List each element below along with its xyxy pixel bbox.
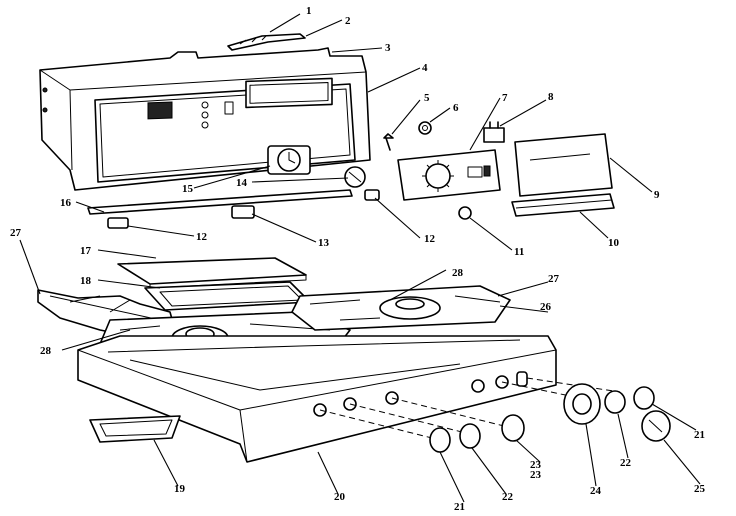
- callout-3: 3: [385, 42, 391, 54]
- part-switch: [483, 121, 505, 143]
- callout-28a: 28: [452, 267, 464, 279]
- callout-27b: 27: [548, 273, 560, 285]
- callout-16: 16: [60, 197, 72, 209]
- callout-5: 5: [424, 92, 430, 104]
- callout-2: 2: [345, 15, 351, 27]
- callout-24: 24: [590, 485, 602, 497]
- callout-13: 13: [318, 237, 330, 249]
- callout-14: 14: [236, 177, 248, 189]
- part-control-plate: [397, 149, 501, 201]
- part-knobs: [429, 383, 671, 453]
- callout-10: 10: [608, 237, 620, 249]
- part-nut-11: [458, 206, 472, 220]
- callout-1: 1: [306, 5, 312, 17]
- callout-18: 18: [80, 275, 92, 287]
- callout-11: 11: [514, 246, 524, 258]
- callout-28b: 28: [40, 345, 52, 357]
- callout-22a: 22: [502, 491, 514, 503]
- callout-23b: 23: [530, 469, 542, 481]
- part-screw-nut: [383, 121, 432, 151]
- part-top-rod: [227, 33, 306, 51]
- callout-21b: 21: [694, 429, 705, 441]
- callout-labels: 1 2 3 4 5 6 7 8 9 10 11 12 12 13 14 15 1…: [10, 5, 706, 513]
- callout-8: 8: [548, 91, 554, 103]
- callout-27a: 27: [10, 227, 22, 239]
- part-rail: [87, 189, 353, 215]
- part-griddle-cover: [117, 257, 307, 289]
- part-nameplate: [514, 133, 613, 197]
- callout-26: 26: [540, 301, 552, 313]
- part-timer-knob: [344, 166, 366, 188]
- callout-12b: 12: [424, 233, 436, 245]
- callout-21a: 21: [454, 501, 465, 513]
- callout-15: 15: [182, 183, 194, 195]
- part-clips: [107, 189, 380, 229]
- callout-12a: 12: [196, 231, 208, 243]
- part-griddle: [144, 281, 311, 311]
- leader-lines: [19, 13, 701, 503]
- callout-17: 17: [80, 245, 92, 257]
- callout-6: 6: [453, 102, 459, 114]
- callout-23a: 23: [530, 459, 542, 471]
- callout-4: 4: [422, 62, 428, 74]
- callout-20: 20: [334, 491, 346, 503]
- callout-9: 9: [654, 189, 660, 201]
- callout-22b: 22: [620, 457, 632, 469]
- part-trim-strip: [511, 193, 615, 217]
- part-grate-right: [291, 285, 511, 331]
- part-cooktop-body: [77, 335, 557, 463]
- callout-25: 25: [694, 483, 706, 495]
- part-clock: [267, 145, 311, 175]
- callout-7: 7: [502, 92, 508, 104]
- part-backguard: [39, 47, 371, 191]
- part-drip-tray: [89, 415, 181, 443]
- callout-19: 19: [174, 483, 186, 495]
- explode-lines: [319, 377, 621, 441]
